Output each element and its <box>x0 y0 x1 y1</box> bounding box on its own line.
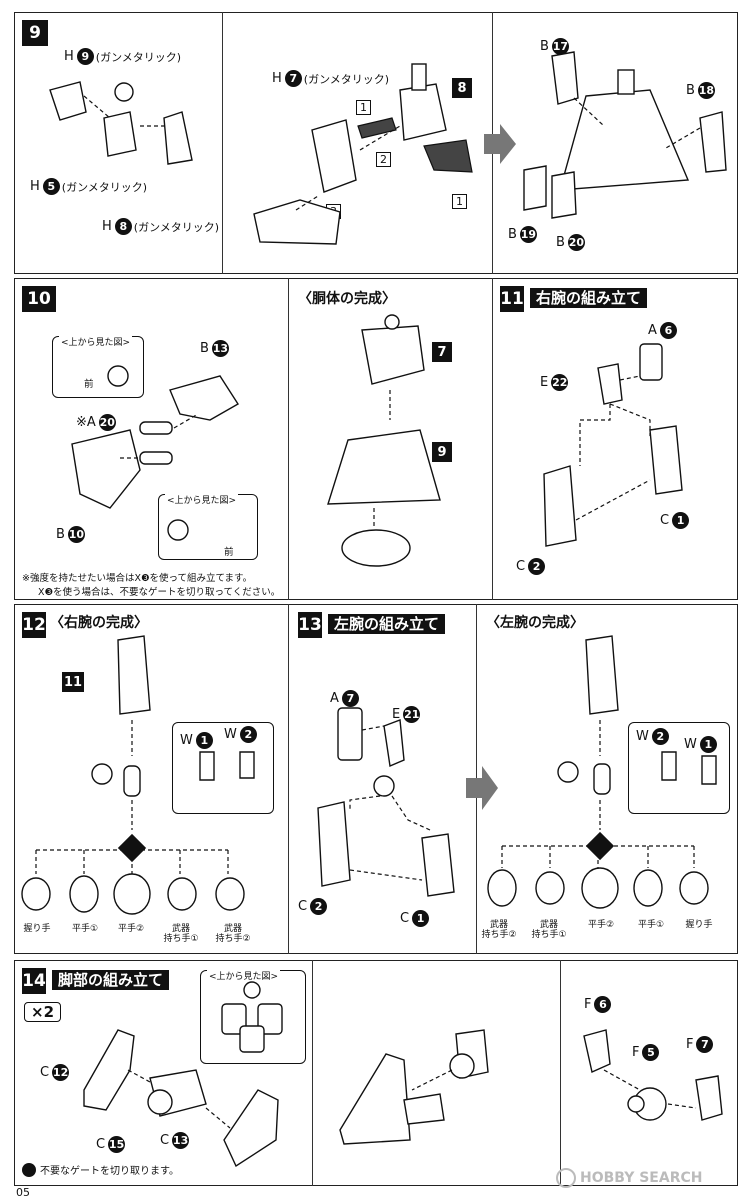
step12-number: 12 <box>22 612 46 638</box>
step12-title: 〈右腕の完成〉 <box>50 615 148 631</box>
ref-part-8: 8 <box>452 78 472 98</box>
hobby-search-watermark: HOBBY SEARCH <box>556 1168 702 1188</box>
step13-number: 13 <box>298 612 322 638</box>
right-hand-label-2: 平手① <box>71 924 99 934</box>
step14-divider-1 <box>312 960 313 1186</box>
step10-divider-2 <box>492 278 493 600</box>
torso-ref-7: 7 <box>432 342 452 362</box>
step14-gate-note: 不要なゲートを切り取ります。 <box>22 1162 179 1177</box>
step11-number: 11 <box>500 286 524 312</box>
step12-drawings <box>21 635 717 915</box>
step10-divider-1 <box>288 278 289 600</box>
watermark-logo-icon <box>556 1168 576 1188</box>
step10-note-1: ※強度を持たせたい場合はX❸を使って組み立てます。 <box>22 573 253 584</box>
step12-ref-11: 11 <box>62 672 84 692</box>
step14-title: 脚部の組み立て <box>52 969 170 990</box>
step14-multiplier: ×2 <box>24 1002 62 1022</box>
order-mark-1a: 1 <box>356 100 371 115</box>
left-hand-label-3: 平手② <box>587 920 615 930</box>
step11-title: 右腕の組み立て <box>530 287 648 308</box>
left-hand-label-1: 武器 持ち手② <box>481 920 517 941</box>
left-hand-label-4: 平手① <box>637 920 665 930</box>
step9-drawings <box>49 51 727 245</box>
step10-drawings <box>71 314 683 567</box>
step14-divider-2 <box>560 960 561 1186</box>
right-hand-label-1: 握り手 <box>23 924 51 934</box>
right-hand-label-5: 武器 持ち手② <box>215 924 251 945</box>
step10-topview-2: <上から見た図> <box>158 493 258 560</box>
torso-ref-9: 9 <box>432 442 452 462</box>
order-mark-1b: 1 <box>452 194 467 209</box>
front-label-1: 前 <box>84 379 94 390</box>
left-hand-label-2: 武器 持ち手① <box>531 920 567 941</box>
right-hand-label-4: 武器 持ち手① <box>163 924 199 945</box>
right-hand-label-3: 平手② <box>117 924 145 934</box>
order-mark-2: 2 <box>376 152 391 167</box>
left-arm-title: 〈左腕の完成〉 <box>486 615 584 631</box>
torso-title: 〈胴体の完成〉 <box>298 291 396 307</box>
step10-topview-1: <上から見た図> <box>52 335 144 398</box>
step9-divider-1 <box>222 12 223 274</box>
left-hand-label-5: 握り手 <box>685 920 713 930</box>
step12-divider-1 <box>288 604 289 954</box>
step14-number: 14 <box>22 968 46 994</box>
front-label-2: 前 <box>224 547 234 558</box>
step13-title: 左腕の組み立て <box>328 613 446 634</box>
page-number: 05 <box>16 1186 30 1199</box>
step12-hand-options-box <box>172 722 274 814</box>
step10-note-2: X❸を使う場合は、不要なゲートを切り取ってください。 <box>38 587 281 598</box>
step10-number: 10 <box>22 286 56 312</box>
gate-cut-icon <box>22 1162 36 1177</box>
step9-number: 9 <box>22 20 48 46</box>
